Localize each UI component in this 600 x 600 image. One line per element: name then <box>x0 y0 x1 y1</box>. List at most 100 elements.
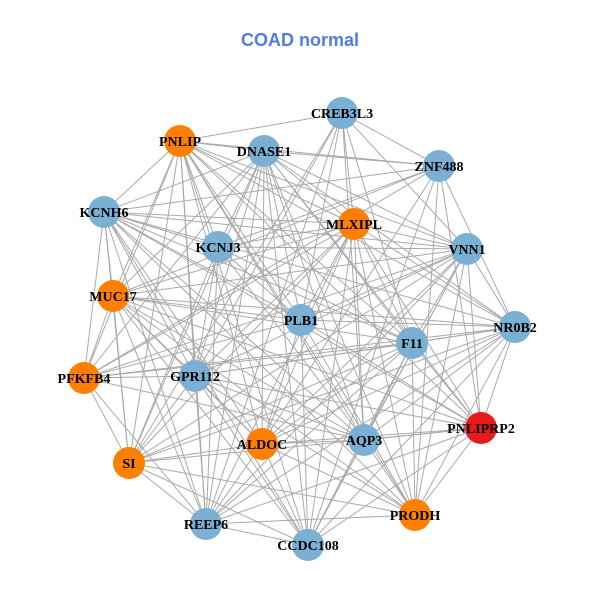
edge-VNN1-PFKFB4 <box>83 248 468 379</box>
edge-ZNF488-ALDOC <box>261 165 440 445</box>
edge-VNN1-REEP6 <box>205 248 468 525</box>
node-si[interactable]: SI <box>113 447 145 479</box>
node-circle <box>451 233 483 265</box>
edge-KCNJ3-PLB1 <box>217 246 302 321</box>
node-prodh[interactable]: PRODH <box>390 499 441 531</box>
node-label: CREB3L3 <box>311 107 373 122</box>
edge-NR0B2-CCDC108 <box>307 326 516 546</box>
edge-DNASE1-VNN1 <box>263 150 468 250</box>
edge-MLXIPL-GPR112 <box>194 223 355 377</box>
edge-REEP6-CCDC108 <box>205 523 309 546</box>
edge-PNLIPRP2-SI <box>128 427 482 464</box>
node-circle <box>499 311 531 343</box>
edge-ALDOC-PRODH <box>261 443 416 516</box>
edge-PFKFB4-AQP3 <box>83 377 365 441</box>
edge-AQP3-CCDC108 <box>307 439 365 546</box>
node-dnase1[interactable]: DNASE1 <box>237 135 291 167</box>
edge-KCNJ3-GPR112 <box>194 246 219 377</box>
edge-NR0B2-SI <box>128 326 516 464</box>
node-label: DNASE1 <box>237 145 291 160</box>
node-mlxipl[interactable]: MLXIPL <box>326 208 382 240</box>
node-label: ALDOC <box>237 438 288 453</box>
edge-ZNF488-PFKFB4 <box>83 165 440 379</box>
node-label: PNLIP <box>159 135 201 150</box>
edge-DNASE1-MUC17 <box>112 150 265 297</box>
edge-PFKFB4-SI <box>83 377 130 464</box>
node-kcnh6[interactable]: KCNH6 <box>80 196 129 228</box>
node-muc17[interactable]: MUC17 <box>89 280 137 312</box>
edge-KCNH6-AQP3 <box>103 211 365 441</box>
node-pfkfb4[interactable]: PFKFB4 <box>58 362 111 394</box>
node-pnlip[interactable]: PNLIP <box>159 125 201 157</box>
edge-KCNJ3-VNN1 <box>217 246 468 250</box>
node-circle <box>292 529 324 561</box>
node-aqp3[interactable]: AQP3 <box>346 424 383 456</box>
edge-PLB1-NR0B2 <box>300 319 516 328</box>
node-circle <box>465 412 497 444</box>
node-label: NR0B2 <box>493 321 537 336</box>
edge-ZNF488-KCNH6 <box>103 165 440 213</box>
node-aldoc[interactable]: ALDOC <box>237 428 288 460</box>
node-circle <box>285 304 317 336</box>
edge-ZNF488-PNLIPRP2 <box>438 165 482 429</box>
node-label: F11 <box>401 337 423 352</box>
edge-NR0B2-ALDOC <box>261 326 516 445</box>
node-circle <box>202 231 234 263</box>
node-ccdc108[interactable]: CCDC108 <box>277 529 339 561</box>
node-circle <box>399 499 431 531</box>
edge-SI-CCDC108 <box>128 462 309 546</box>
edge-MUC17-F11 <box>112 295 413 344</box>
edge-GPR112-SI <box>128 375 196 464</box>
node-circle <box>113 447 145 479</box>
node-label: KCNH6 <box>80 206 129 221</box>
node-circle <box>164 125 196 157</box>
edge-MLXIPL-REEP6 <box>205 223 355 525</box>
node-gpr112[interactable]: GPR112 <box>170 360 220 392</box>
node-znf488[interactable]: ZNF488 <box>415 150 464 182</box>
edge-MLXIPL-PFKFB4 <box>83 223 355 379</box>
edge-NR0B2-PFKFB4 <box>83 326 516 379</box>
edge-SI-PRODH <box>128 462 416 516</box>
edge-VNN1-ALDOC <box>261 248 468 445</box>
node-f11[interactable]: F11 <box>396 327 428 359</box>
node-label: GPR112 <box>170 370 220 385</box>
node-circle <box>246 428 278 460</box>
edge-ALDOC-CCDC108 <box>261 443 309 546</box>
node-nr0b2[interactable]: NR0B2 <box>493 311 537 343</box>
edge-GPR112-AQP3 <box>194 375 365 441</box>
edge-DNASE1-PRODH <box>263 150 416 516</box>
edge-PRODH-REEP6 <box>205 514 416 525</box>
node-plb1[interactable]: PLB1 <box>284 304 318 336</box>
node-circle <box>190 508 222 540</box>
edge-CREB3L3-VNN1 <box>341 112 468 250</box>
edge-DNASE1-PFKFB4 <box>83 150 265 379</box>
node-reep6[interactable]: REEP6 <box>184 508 228 540</box>
edge-MUC17-PLB1 <box>112 295 302 321</box>
edge-CREB3L3-REEP6 <box>205 112 343 525</box>
edge-ALDOC-SI <box>128 443 263 464</box>
node-kcnj3[interactable]: KCNJ3 <box>195 231 241 263</box>
edge-F11-GPR112 <box>194 342 413 377</box>
node-label: MLXIPL <box>326 218 382 233</box>
node-label: CCDC108 <box>277 539 338 554</box>
edge-ZNF488-CCDC108 <box>307 165 440 546</box>
node-creb3l3[interactable]: CREB3L3 <box>311 97 373 129</box>
node-label: ZNF488 <box>415 160 464 175</box>
node-label: SI <box>122 457 135 472</box>
node-circle <box>338 208 370 240</box>
edge-KCNH6-PFKFB4 <box>83 211 105 379</box>
node-circle <box>423 150 455 182</box>
edge-KCNH6-REEP6 <box>103 211 207 525</box>
edge-CREB3L3-AQP3 <box>341 112 365 441</box>
node-label: REEP6 <box>184 518 228 533</box>
node-pnliprp2[interactable]: PNLIPRP2 <box>447 412 515 444</box>
node-circle <box>348 424 380 456</box>
edge-F11-PNLIPRP2 <box>411 342 482 429</box>
edge-KCNH6-F11 <box>103 211 413 344</box>
node-vnn1[interactable]: VNN1 <box>448 233 486 265</box>
edge-MLXIPL-NR0B2 <box>353 223 516 328</box>
edge-DNASE1-ALDOC <box>261 150 265 445</box>
